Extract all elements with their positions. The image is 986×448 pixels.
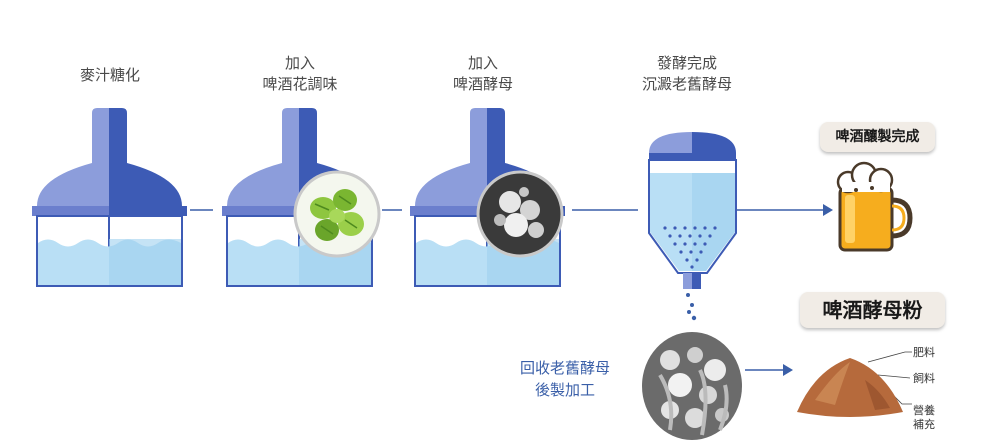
- yeast-cell: [504, 213, 528, 237]
- use-feed: 飼料: [913, 372, 935, 385]
- beer-complete-badge: 啤酒釀製完成: [820, 122, 935, 152]
- yeast-cell: [520, 200, 540, 220]
- ferm-tank-top-left: [649, 132, 692, 153]
- fermentation-tank: [645, 128, 740, 293]
- tank-1-rim-left: [32, 206, 109, 216]
- step-1-label-line2: 麥汁糖化: [79, 66, 140, 84]
- tank-1-rim: [32, 206, 187, 216]
- recycle-label: 回收老舊酵母 後製加工: [500, 357, 630, 401]
- recycle-label-line1: 回收老舊酵母: [519, 359, 610, 377]
- yeast-micrograph: [640, 330, 745, 442]
- yeast-image: [476, 170, 564, 258]
- recycle-label-line2: 後製加工: [534, 381, 595, 399]
- yeast-powder-pile: [795, 350, 905, 420]
- tank-1-lid-left: [37, 108, 109, 206]
- use-fertilizer: 肥料: [913, 346, 935, 359]
- use-line-fertilizer: [867, 351, 912, 363]
- drip-dot: [691, 315, 697, 321]
- tank-1: [32, 108, 187, 288]
- step-4-label: 發酵完成 沉澱老舊酵母: [622, 53, 752, 95]
- yeast-powder-badge: 啤酒酵母粉: [800, 292, 945, 328]
- use-line-feed: [877, 374, 911, 379]
- step-3-label-line2: 啤酒酵母: [452, 75, 513, 93]
- use-supplement: 補充: [913, 418, 935, 431]
- step-1-label: 麥汁糖化: [60, 65, 160, 86]
- arrow-to-beer-head: [823, 204, 833, 216]
- drip-dot: [690, 303, 694, 307]
- drip-dot: [686, 293, 690, 297]
- beer-complete-label: 啤酒釀製完成: [835, 129, 920, 145]
- tank-1-lid-right: [109, 108, 182, 206]
- step-2-label: 加入 啤酒花調味: [240, 53, 360, 95]
- ferm-tank-top-right: [692, 132, 736, 153]
- use-nutrition: 營養: [913, 404, 935, 417]
- beer-mug-icon: [834, 160, 914, 255]
- step-4-label-line2: 沉澱老舊酵母: [641, 75, 732, 93]
- hops-image: [293, 170, 381, 258]
- step-3-label-line1: 加入: [467, 54, 498, 72]
- step-2-label-line1: 加入: [284, 54, 315, 72]
- yeast-cell: [528, 222, 544, 238]
- yeast-powder-label: 啤酒酵母粉: [822, 298, 923, 322]
- step-2-label-line2: 啤酒花調味: [262, 75, 338, 93]
- yeast-cell: [499, 191, 521, 213]
- step-3-label: 加入 啤酒酵母: [428, 53, 538, 95]
- sediment-dots: [663, 226, 717, 269]
- arrow-to-powder-head: [783, 364, 793, 376]
- step-4-label-line1: 發酵完成: [656, 54, 717, 72]
- drip-dot: [687, 310, 691, 314]
- tank-1-water-right: [109, 239, 181, 285]
